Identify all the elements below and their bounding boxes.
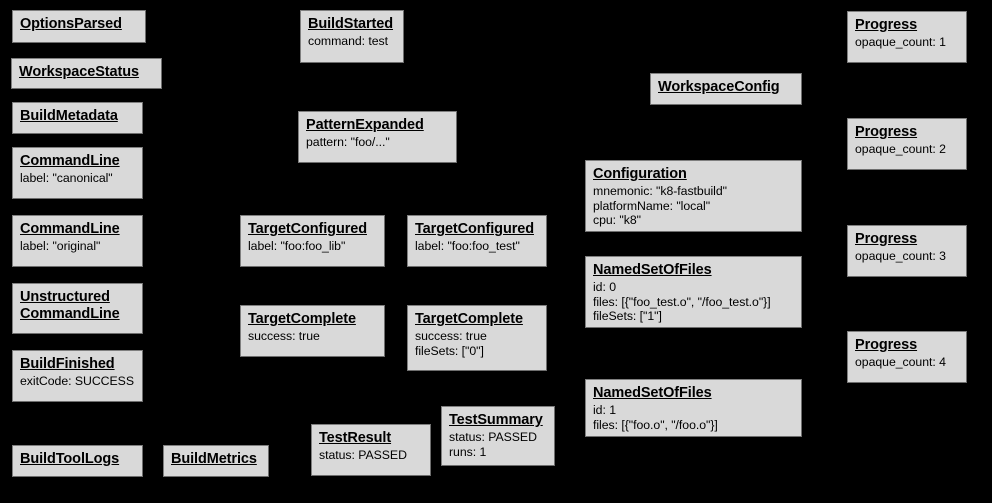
event-node-title: BuildFinished — [20, 356, 115, 372]
event-node-fields: status: PASSED — [319, 448, 423, 463]
event-node-field: mnemonic: "k8-fastbuild" — [593, 184, 727, 199]
event-node-workspace-config[interactable]: WorkspaceConfig — [650, 73, 802, 105]
event-node-field: opaque_count: 1 — [855, 35, 946, 50]
event-node-target-complete-lib[interactable]: TargetComplete success: true — [240, 305, 385, 357]
event-node-title: Progress — [855, 337, 918, 353]
event-node-title: Unstructured CommandLine — [20, 289, 120, 323]
event-node-progress-4[interactable]: Progress opaque_count: 4 — [847, 331, 967, 383]
event-node-title: CommandLine — [20, 221, 120, 237]
event-node-title: TargetComplete — [415, 311, 523, 327]
event-node-field: cpu: "k8" — [593, 213, 641, 228]
event-node-progress-1[interactable]: Progress opaque_count: 1 — [847, 11, 967, 63]
event-node-target-configured-lib[interactable]: TargetConfigured label: "foo:foo_lib" — [240, 215, 385, 267]
event-node-fields: opaque_count: 2 — [855, 142, 959, 157]
event-node-title: NamedSetOfFiles — [593, 262, 712, 278]
event-node-field: files: [{"foo_test.o", "/foo_test.o"}] — [593, 294, 771, 309]
event-node-field: fileSets: ["0"] — [415, 343, 484, 358]
event-node-target-configured-test[interactable]: TargetConfigured label: "foo:foo_test" — [407, 215, 547, 267]
event-node-field: pattern: "foo/..." — [306, 135, 390, 150]
event-node-title: Progress — [855, 231, 918, 247]
event-node-title: BuildMetrics — [171, 451, 257, 467]
event-node-title: Progress — [855, 124, 918, 140]
event-node-fields: exitCode: SUCCESS — [20, 374, 135, 389]
event-node-title: TargetConfigured — [415, 221, 534, 237]
event-node-test-result[interactable]: TestResult status: PASSED — [311, 424, 431, 476]
event-node-field: fileSets: ["1"] — [593, 309, 662, 324]
event-node-title: BuildStarted — [308, 16, 394, 32]
event-node-progress-2[interactable]: Progress opaque_count: 2 — [847, 118, 967, 170]
event-node-title: BuildMetadata — [20, 108, 118, 124]
event-node-field: status: PASSED — [449, 430, 537, 445]
event-node-title: TargetComplete — [248, 311, 356, 327]
event-node-build-metrics[interactable]: BuildMetrics — [163, 445, 269, 477]
event-node-field: id: 1 — [593, 403, 616, 418]
event-node-field: id: 0 — [593, 280, 616, 295]
event-node-fields: pattern: "foo/..." — [306, 135, 449, 150]
event-node-title: PatternExpanded — [306, 117, 424, 133]
event-node-command-line-original[interactable]: CommandLine label: "original" — [12, 215, 143, 267]
event-node-build-metadata[interactable]: BuildMetadata — [12, 102, 143, 134]
event-node-progress-3[interactable]: Progress opaque_count: 3 — [847, 225, 967, 277]
event-node-configuration[interactable]: Configuration mnemonic: "k8-fastbuild"pla… — [585, 160, 802, 232]
event-node-fields: opaque_count: 4 — [855, 355, 959, 370]
event-node-title: TargetConfigured — [248, 221, 367, 237]
event-node-field: opaque_count: 3 — [855, 249, 946, 264]
event-node-title: BuildToolLogs — [20, 451, 120, 467]
event-node-fields: label: "original" — [20, 239, 135, 254]
event-node-fields: mnemonic: "k8-fastbuild"platformName: "l… — [593, 184, 794, 228]
event-node-field: command: test — [308, 34, 388, 49]
event-node-field: label: "foo:foo_lib" — [248, 239, 346, 254]
event-node-field: opaque_count: 4 — [855, 355, 946, 370]
event-node-field: success: true — [415, 329, 487, 344]
event-node-field: label: "original" — [20, 239, 101, 254]
event-node-field: runs: 1 — [449, 444, 487, 459]
event-node-pattern-expanded[interactable]: PatternExpanded pattern: "foo/..." — [298, 111, 457, 163]
event-node-workspace-status[interactable]: WorkspaceStatus — [11, 58, 162, 89]
event-node-field: status: PASSED — [319, 448, 407, 463]
event-node-title: CommandLine — [20, 153, 120, 169]
event-node-title: NamedSetOfFiles — [593, 385, 712, 401]
event-node-field: exitCode: SUCCESS — [20, 374, 134, 389]
event-node-field: files: [{"foo.o", "/foo.o"}] — [593, 417, 718, 432]
event-node-title: WorkspaceConfig — [658, 79, 780, 95]
event-node-fields: opaque_count: 3 — [855, 249, 959, 264]
event-node-options-parsed[interactable]: OptionsParsed — [12, 10, 146, 43]
event-node-field: success: true — [248, 329, 320, 344]
event-node-title: OptionsParsed — [20, 16, 122, 32]
event-node-field: label: "foo:foo_test" — [415, 239, 520, 254]
event-node-field: label: "canonical" — [20, 171, 113, 186]
event-node-title: TestSummary — [449, 412, 543, 428]
event-node-build-started[interactable]: BuildStarted command: test — [300, 10, 404, 63]
event-node-title: Configuration — [593, 166, 687, 182]
event-node-fields: command: test — [308, 34, 396, 49]
event-node-command-line-canonical[interactable]: CommandLine label: "canonical" — [12, 147, 143, 199]
event-node-fields: opaque_count: 1 — [855, 35, 959, 50]
event-node-title: Progress — [855, 17, 918, 33]
event-node-fields: success: true — [248, 329, 377, 344]
event-node-field: platformName: "local" — [593, 198, 711, 213]
event-node-field: opaque_count: 2 — [855, 142, 946, 157]
event-node-fields: label: "foo:foo_lib" — [248, 239, 377, 254]
event-node-title: WorkspaceStatus — [19, 64, 139, 80]
event-node-fields: label: "foo:foo_test" — [415, 239, 539, 254]
event-node-build-tool-logs[interactable]: BuildToolLogs — [12, 445, 143, 477]
event-node-fields: label: "canonical" — [20, 171, 135, 186]
event-node-title: TestResult — [319, 430, 392, 446]
event-node-unstructured-command-line[interactable]: Unstructured CommandLine — [12, 283, 143, 334]
event-node-build-finished[interactable]: BuildFinished exitCode: SUCCESS — [12, 350, 143, 402]
